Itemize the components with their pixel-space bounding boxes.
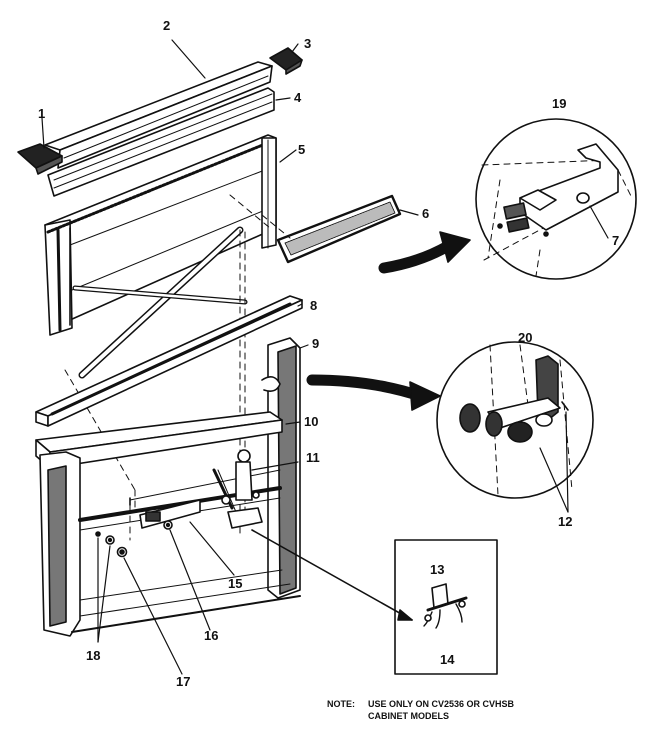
right-side-post	[261, 337, 301, 599]
callout-17: 17	[176, 674, 190, 689]
callout-7: 7	[612, 233, 619, 248]
callout-12: 12	[558, 514, 572, 529]
right-end-cap	[269, 47, 303, 75]
callout-19: 19	[552, 96, 566, 111]
lower-cabinet-frame	[35, 411, 301, 637]
callout-14: 14	[440, 652, 455, 667]
callout-11: 11	[306, 450, 320, 465]
spring-arm-assembly	[212, 449, 263, 529]
callout-6: 6	[422, 206, 429, 221]
callout-9: 9	[312, 336, 319, 351]
callout-2: 2	[163, 18, 170, 33]
note-line-2: CABINET MODELS	[368, 711, 449, 721]
control-bracket	[139, 499, 201, 529]
note-line-1: USE ONLY ON CV2536 OR CVHSB	[368, 699, 515, 709]
callout-15: 15	[228, 576, 242, 591]
arrow-to-detail-20	[306, 374, 441, 411]
left-end-cap	[17, 143, 63, 175]
note-label: NOTE:	[327, 699, 355, 709]
callout-13: 13	[430, 562, 444, 577]
callout-3: 3	[304, 36, 311, 51]
callout-leaders	[41, 39, 609, 675]
hardware-nut-16	[163, 520, 173, 530]
callout-10: 10	[304, 414, 318, 429]
hardware-screw-18	[95, 531, 115, 545]
switch-inset-box	[394, 539, 498, 675]
detail-circle-19	[475, 118, 637, 280]
upper-frame-panel	[44, 134, 277, 379]
callout-4: 4	[294, 90, 302, 105]
top-rail	[47, 87, 275, 197]
detail-circle-20	[436, 341, 594, 499]
callout-18: 18	[86, 648, 100, 663]
callout-16: 16	[204, 628, 218, 643]
arrow-to-detail-19	[378, 231, 471, 274]
filter-grille	[276, 194, 402, 264]
top-trim-strip	[44, 61, 273, 169]
callout-1: 1	[38, 106, 45, 121]
callout-20: 20	[518, 330, 532, 345]
hardware-grommet-17	[116, 546, 128, 558]
arrow-to-inset	[251, 529, 413, 621]
middle-rail	[35, 295, 303, 427]
callout-5: 5	[298, 142, 305, 157]
callout-8: 8	[310, 298, 317, 313]
